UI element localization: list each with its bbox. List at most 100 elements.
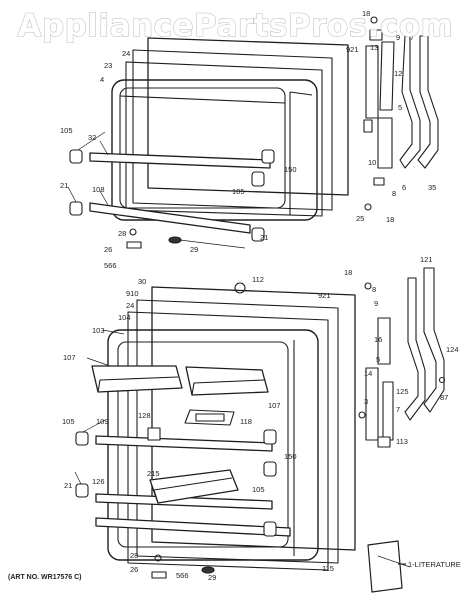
freezer-gasket — [132, 49, 333, 211]
freezer-outer-panel — [147, 37, 349, 196]
part-26-upper — [126, 241, 142, 249]
strip-125 — [382, 381, 394, 441]
literature-label: 1-LITERATURE — [408, 560, 461, 569]
fresh-shelf-bar-lower — [95, 517, 291, 537]
part-label-103: 103 — [92, 326, 105, 335]
cap-21-lower — [75, 483, 89, 498]
part-label-8: 8 — [392, 189, 396, 198]
part-label-7: 7 — [396, 405, 400, 414]
part-26-lower — [151, 571, 167, 579]
cap-105-upper — [69, 149, 83, 164]
part-label-35: 35 — [428, 183, 436, 192]
part-label-124: 124 — [446, 345, 459, 354]
part-113 — [377, 436, 391, 448]
part-label-30: 30 — [138, 277, 146, 286]
part-label-566: 566 — [176, 571, 189, 580]
part-label-25: 25 — [356, 214, 364, 223]
part-label-9: 9 — [374, 299, 378, 308]
part-label-215: 215 — [147, 469, 160, 478]
part-label-28: 28 — [118, 229, 126, 238]
leader-lines — [67, 131, 411, 568]
fresh-gasket-inner — [127, 311, 329, 571]
part-29-upper — [168, 236, 182, 244]
part-label-5: 5 — [398, 103, 402, 112]
part-label-8: 8 — [372, 285, 376, 294]
part-label-3: 3 — [364, 397, 368, 406]
part-label-125: 125 — [396, 387, 409, 396]
part-label-4: 4 — [100, 75, 104, 84]
part-28-upper — [129, 228, 137, 236]
freezer-liner-recess — [119, 87, 286, 209]
part-label-921: 921 — [346, 45, 359, 54]
part-label-105: 105 — [62, 417, 75, 426]
part-label-21: 21 — [260, 233, 268, 242]
part-label-121: 121 — [420, 255, 433, 264]
watermark: AppliancePartsPros.com — [17, 7, 454, 44]
hinge-bracket-7 — [404, 277, 426, 421]
literature-booklet — [367, 540, 403, 593]
part-label-18: 18 — [362, 9, 370, 18]
part-label-108: 108 — [92, 185, 105, 194]
part-label-28: 28 — [130, 551, 138, 560]
freezer-shelf-bar-32 — [89, 152, 271, 169]
freezer-inner-liner — [111, 79, 318, 221]
clip-128 — [147, 427, 161, 441]
part-label-6: 6 — [402, 183, 406, 192]
part-label-24: 24 — [126, 301, 134, 310]
part-label-26: 26 — [104, 245, 112, 254]
part-29-lower — [201, 566, 215, 574]
part-label-21: 21 — [64, 481, 72, 490]
part-label-105: 105 — [252, 485, 265, 494]
hinge-bracket-6 — [399, 35, 421, 169]
part-label-566: 566 — [104, 261, 117, 270]
part-label-32: 32 — [88, 133, 96, 142]
strip-13 — [365, 45, 379, 119]
part-label-14: 14 — [364, 369, 372, 378]
part-label-29: 29 — [208, 573, 216, 582]
fresh-outer-panel — [151, 286, 356, 551]
part-label-104: 104 — [118, 313, 131, 322]
hinge-bracket-35 — [417, 35, 439, 169]
fresh-shelf-bar-109 — [95, 435, 273, 452]
part-label-21: 21 — [60, 181, 68, 190]
part-label-29: 29 — [190, 245, 198, 254]
fresh-food-door-assembly — [75, 267, 446, 593]
cap-105-lower — [75, 431, 89, 446]
part-label-12: 12 — [394, 69, 402, 78]
part-label-150: 150 — [284, 165, 297, 174]
part-label-107: 107 — [63, 353, 76, 362]
part-label-115: 115 — [322, 564, 334, 573]
fresh-shelf-bar-126 — [95, 493, 273, 510]
part-label-5: 5 — [376, 355, 380, 364]
part-label-113: 113 — [396, 437, 408, 446]
part-label-9: 9 — [396, 33, 400, 42]
part-label-112: 112 — [252, 275, 264, 284]
part-label-18: 18 — [344, 268, 352, 277]
part-label-13: 13 — [370, 43, 378, 52]
hinge-5-lower — [377, 317, 391, 365]
part-label-150: 150 — [284, 452, 297, 461]
dairy-bin-right-107 — [185, 366, 269, 396]
butter-tray-118 — [184, 409, 235, 426]
hinge-12 — [379, 41, 395, 111]
part-label-18: 18 — [386, 215, 394, 224]
plug-112 — [234, 282, 246, 294]
part-label-910: 910 — [126, 289, 139, 298]
part-label-10: 10 — [368, 158, 376, 167]
part-label-105: 105 — [60, 126, 73, 135]
part-label-7: 7 — [410, 33, 414, 42]
hinge-5 — [377, 117, 393, 169]
part-label-105: 105 — [232, 187, 245, 196]
art-number-caption: (ART NO. WR17576 C) — [8, 574, 82, 581]
freezer-door-assembly — [69, 16, 439, 249]
part-label-126: 126 — [92, 477, 105, 486]
part-label-118: 118 — [240, 417, 252, 426]
freezer-shelf-bar-108 — [89, 202, 251, 234]
part-label-128: 128 — [138, 411, 151, 420]
hinge-bracket-121 — [423, 267, 445, 413]
part-label-87: 87 — [440, 393, 448, 402]
part-label-23: 23 — [104, 61, 112, 70]
